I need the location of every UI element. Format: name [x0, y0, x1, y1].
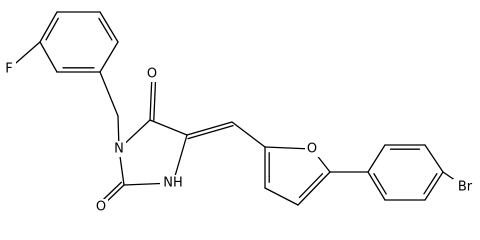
atom-Of: O — [305, 141, 319, 157]
atom-label-nh: NH — [163, 176, 183, 191]
bond-inner-b6-b1 — [373, 173, 387, 195]
bond-C4-CH — [186, 121, 233, 136]
structure-diagram: F N NH O O O B — [2, 11, 477, 215]
atom-F: F — [2, 61, 16, 77]
bond-a2-a3 — [99, 11, 119, 43]
bond-f4-f5 — [297, 171, 331, 206]
bond-second-C4-CH — [187, 125, 234, 140]
bond-a6-a1 — [39, 11, 58, 43]
atom-label-f: F — [5, 62, 12, 77]
bond-C5-C4 — [149, 119, 188, 136]
bond-inner-f4-f5 — [298, 173, 324, 199]
bond-a3-a4 — [99, 41, 119, 73]
atom-O2: O — [94, 199, 108, 215]
bond-Of-f2 — [264, 146, 313, 150]
bond-inner-a2-a3 — [98, 17, 113, 41]
molecule-structure: F N NH O O O B — [2, 11, 477, 215]
bond-f3-f4 — [264, 187, 299, 206]
atom-label-o-furan: O — [307, 142, 317, 157]
atom-label-br: Br — [458, 180, 473, 195]
bond-inner-a6-a1 — [45, 17, 59, 41]
bond-inner-b4-b5 — [423, 172, 438, 195]
bond-b4-b5 — [424, 171, 444, 201]
atom-N3: NH — [160, 175, 186, 191]
atom-Br: Br — [453, 179, 477, 195]
atom-O1: O — [145, 66, 159, 82]
bond-a5-a6 — [39, 41, 58, 73]
atom-label-layer: F N NH O O O B — [2, 61, 477, 215]
bond-b6-b1 — [367, 171, 386, 201]
atom-label-n: N — [114, 142, 124, 157]
atom-label-o-carbonyl-bottom: O — [96, 200, 106, 215]
atom-label-o-carbonyl-top: O — [147, 67, 157, 82]
bond-a4-CH2 — [99, 71, 119, 117]
bond-CH-f2 — [231, 121, 266, 148]
bond-b3-b4 — [424, 144, 444, 173]
bond-layer — [8, 11, 466, 208]
bond-b1-b2 — [367, 144, 386, 173]
atom-N1: N — [112, 141, 126, 157]
